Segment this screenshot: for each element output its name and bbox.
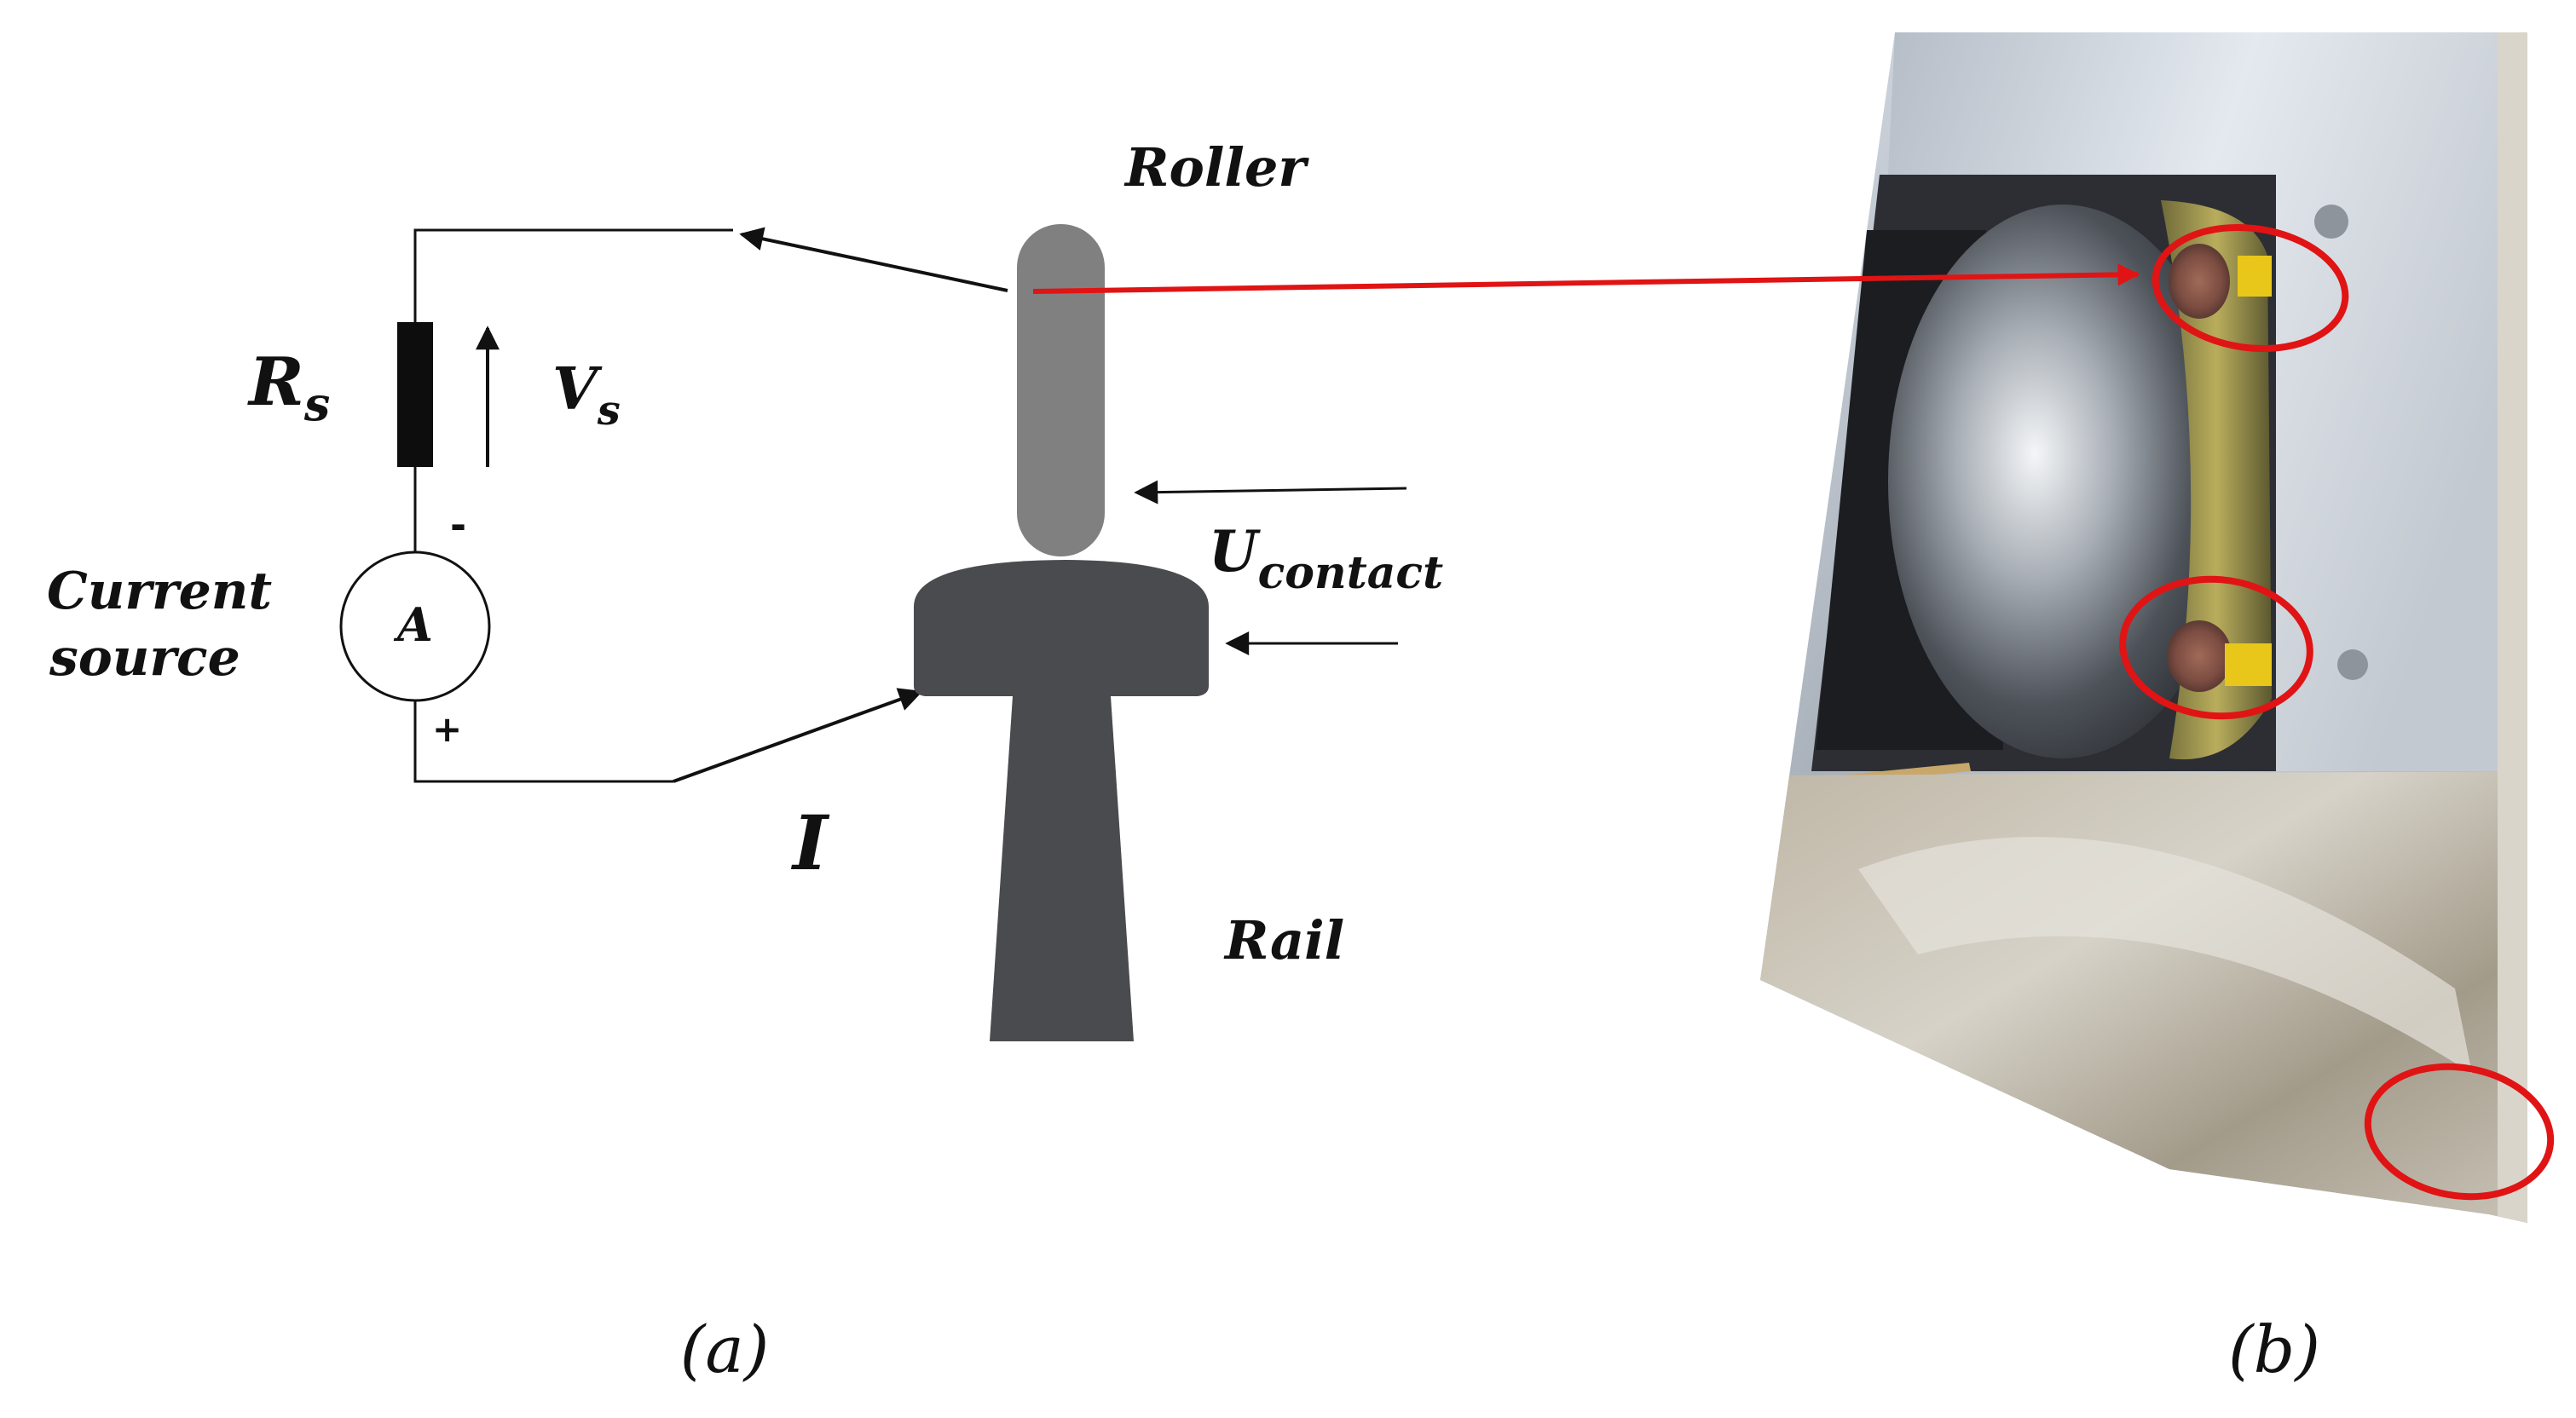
ammeter-circle — [339, 550, 491, 702]
minus-sign: - — [450, 502, 466, 548]
caption-a: (a) — [680, 1311, 770, 1387]
rail-web — [990, 696, 1134, 1041]
current-source-label-line2: source — [49, 628, 240, 688]
resistor-rs — [397, 322, 433, 467]
photo-wheel — [1888, 205, 2238, 758]
photo — [1760, 32, 2527, 1223]
top-wire — [413, 228, 733, 322]
bottom-wire — [413, 700, 673, 783]
current-label: I — [790, 798, 830, 887]
panel-a: A - + Rs Vs Current source Roller Rail U… — [47, 136, 1443, 1387]
caption-b: (b) — [2228, 1311, 2320, 1387]
highlights — [2119, 223, 2555, 1201]
roller-label: Roller — [1123, 136, 1309, 199]
photo-flange — [2161, 200, 2272, 760]
link-arrow — [1032, 263, 2140, 294]
current-source-label-line1: Current — [47, 562, 272, 621]
resistor-label: Rs — [247, 343, 330, 431]
highlight-ellipse-1 — [2151, 223, 2349, 353]
plus-sign: + — [432, 708, 462, 750]
roller-lead-arrow — [739, 227, 1008, 292]
roller — [1017, 224, 1105, 556]
highlight-ellipse-2 — [2119, 575, 2313, 720]
rail-label: Rail — [1223, 909, 1344, 971]
voltage-label: Vs — [552, 355, 621, 435]
highlight-ellipse-3 — [2364, 1063, 2555, 1201]
ammeter-label: A — [393, 597, 433, 652]
rail-lead-arrow — [673, 688, 923, 783]
circuit-wires — [413, 228, 733, 783]
contact-voltage-label: Ucontact — [1209, 518, 1443, 599]
rail — [914, 560, 1209, 1041]
panel-b: (b) — [1760, 32, 2555, 1387]
contact-arrow-upper — [1134, 480, 1407, 504]
rail-head — [914, 560, 1209, 696]
